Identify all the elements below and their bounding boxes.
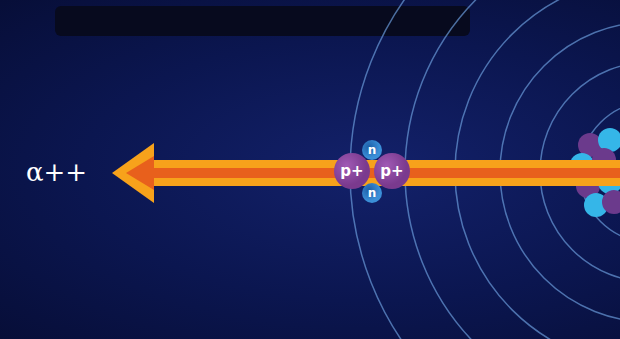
dark-bar <box>55 6 470 36</box>
particle-symbol: n <box>368 143 377 157</box>
particle-symbol: n <box>368 186 377 200</box>
neutron-circle: n <box>362 140 382 160</box>
proton-circle: p+ <box>374 153 410 189</box>
particle-label: α++ <box>26 157 87 187</box>
particle-symbol: p+ <box>380 162 403 180</box>
particle-symbol: p+ <box>340 162 363 180</box>
neutron-circle: n <box>362 183 382 203</box>
proton-circle: p+ <box>334 153 370 189</box>
